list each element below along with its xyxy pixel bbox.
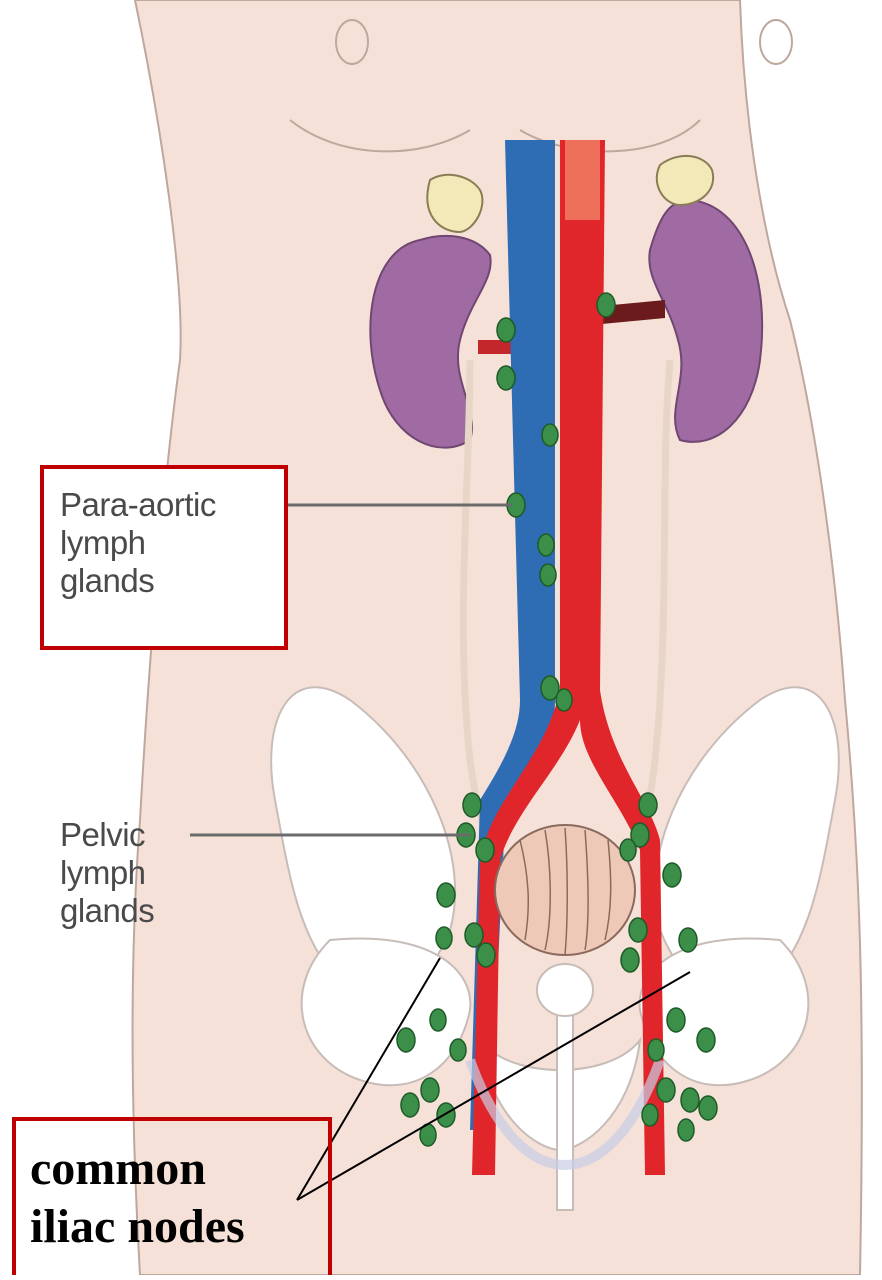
common-iliac-line-2: iliac nodes (30, 1198, 245, 1256)
pelvic-line-1: Pelvic (60, 816, 154, 854)
pelvic-label: Pelvic lymph glands (60, 816, 154, 930)
common-iliac-label: common iliac nodes (30, 1140, 245, 1256)
nipple-right (760, 20, 792, 64)
pelvic-line-3: glands (60, 892, 154, 930)
common-iliac-line-1: common (30, 1140, 245, 1198)
pelvic-line-2: lymph (60, 854, 154, 892)
para-aortic-line-3: glands (60, 562, 216, 600)
bladder (495, 825, 635, 955)
para-aortic-line-1: Para-aortic (60, 486, 216, 524)
para-aortic-label: Para-aortic lymph glands (60, 486, 216, 600)
para-aortic-line-2: lymph (60, 524, 216, 562)
urethra (557, 1010, 573, 1210)
